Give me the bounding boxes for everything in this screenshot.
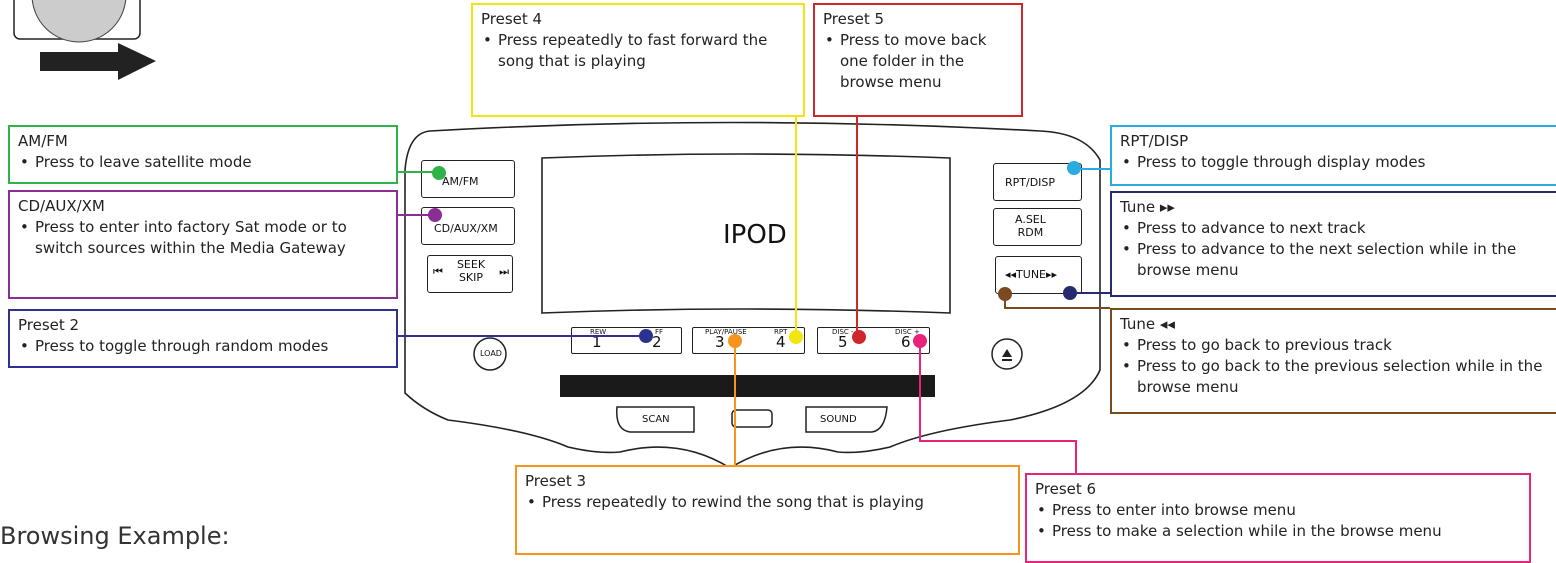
callout-tuneback: Tune ◂◂ Press to go back to previous tra… <box>1110 308 1556 414</box>
rewind-icon: ◂◂ <box>1005 268 1017 281</box>
asel-rdm-radio-button-label: A.SEL RDM <box>1015 213 1046 239</box>
cdauxxm-radio-button-label: CD/AUX/XM <box>434 222 498 235</box>
skip-text: SKIP <box>458 271 484 284</box>
seek-skip-label: ⏮ SEEK SKIP ⏭ <box>433 258 509 284</box>
preset-key-3-4[interactable] <box>692 327 805 354</box>
callout-cdauxxm: CD/AUX/XM Press to enter into factory Sa… <box>8 190 398 299</box>
callout-tuneback-line: Press to go back to the previous selecti… <box>1120 356 1548 398</box>
callout-preset3-title: Preset 3 <box>525 472 587 490</box>
callout-tunefwd-title: Tune ▸▸ <box>1120 198 1175 216</box>
load-button <box>473 337 507 371</box>
callout-preset5-title: Preset 5 <box>823 10 885 28</box>
preset4-marker-dot <box>789 330 803 344</box>
asel-rdm-radio-button[interactable] <box>993 208 1082 246</box>
preset-5-number: 5 <box>838 333 848 351</box>
callout-tuneback-line: Press to go back to previous track <box>1120 335 1548 356</box>
tune-radio-button-label: ◂◂TUNE▸▸ <box>1005 268 1057 281</box>
callout-amfm: AM/FM Press to leave satellite mode <box>8 125 398 184</box>
preset-6-number: 6 <box>901 333 911 351</box>
callout-amfm-line: Press to leave satellite mode <box>18 152 388 173</box>
callout-tunefwd-line: Press to advance to next track <box>1120 218 1548 239</box>
rptdisp-radio-button-label: RPT/DISP <box>1005 176 1056 189</box>
arrow-right-icon <box>40 43 156 80</box>
rdm-text: RDM <box>1017 226 1044 239</box>
fast-forward-icon: ▸▸ <box>1046 268 1058 281</box>
callout-tunefwd-line: Press to advance to the next selection w… <box>1120 239 1548 281</box>
preset-1-number: 1 <box>592 333 602 351</box>
knob-thumbnail <box>13 0 141 43</box>
seek-skip-radio-button[interactable] <box>427 255 513 293</box>
scan-button-label: SCAN <box>642 414 670 425</box>
preset-6-sublabel: DISC + <box>895 328 920 336</box>
callout-preset3: Preset 3 Press repeatedly to rewind the … <box>515 465 1020 555</box>
amfm-marker-dot <box>432 166 446 180</box>
callout-tuneback-title: Tune ◂◂ <box>1120 315 1175 333</box>
callout-preset4: Preset 4 Press repeatedly to fast forwar… <box>471 3 805 117</box>
seek-text: SEEK <box>456 258 486 271</box>
amfm-radio-button-label: AM/FM <box>442 175 479 188</box>
callout-amfm-title: AM/FM <box>18 132 68 150</box>
display-text: IPOD <box>723 220 787 250</box>
callout-preset6-line: Press to make a selection while in the b… <box>1035 521 1521 542</box>
callout-preset5: Preset 5 Press to move back one folder i… <box>813 3 1023 117</box>
tune-text: TUNE <box>1016 268 1046 281</box>
preset-4-number: 4 <box>776 333 786 351</box>
preset-key-1-2[interactable] <box>571 327 682 354</box>
preset6-marker-dot <box>913 334 927 348</box>
preset-3-number: 3 <box>715 333 725 351</box>
preset-3-sublabel: PLAY/PAUSE <box>705 328 747 336</box>
preset3-marker-dot <box>728 334 742 348</box>
callout-preset6-line: Press to enter into browse menu <box>1035 500 1521 521</box>
rptdisp-marker-dot <box>1067 161 1081 175</box>
sound-button <box>805 406 888 433</box>
callout-rptdisp-title: RPT/DISP <box>1120 132 1189 150</box>
preset-4-sublabel: RPT <box>774 328 788 336</box>
cd-slot <box>560 375 935 397</box>
main-display <box>541 153 951 314</box>
callout-tunefwd: Tune ▸▸ Press to advance to next track P… <box>1110 191 1556 297</box>
callout-cdauxxm-title: CD/AUX/XM <box>18 197 105 215</box>
callout-preset6: Preset 6 Press to enter into browse menu… <box>1025 473 1531 563</box>
preset-2-sublabel: FF <box>655 328 664 336</box>
tunefwd-marker-dot <box>1063 286 1077 300</box>
cdauxxm-radio-button[interactable] <box>421 207 515 245</box>
preset-5-sublabel: DISC - <box>832 328 854 336</box>
next-track-icon: ⏭ <box>499 265 509 278</box>
sound-button-label: SOUND <box>820 414 857 425</box>
callout-rptdisp-line: Press to toggle through display modes <box>1120 152 1548 173</box>
preset-key-5-6[interactable] <box>817 327 930 354</box>
asel-text: A.SEL <box>1015 213 1046 226</box>
callout-preset2-line: Press to toggle through random modes <box>18 336 388 357</box>
cdauxxm-marker-dot <box>428 208 442 222</box>
callout-preset4-line: Press repeatedly to fast forward the son… <box>481 30 795 72</box>
preset2-marker-dot <box>639 329 653 343</box>
callout-cdauxxm-line: Press to enter into factory Sat mode or … <box>18 217 388 259</box>
preset-2-number: 2 <box>652 333 662 351</box>
callout-preset4-title: Preset 4 <box>481 10 543 28</box>
browsing-example-heading: Browsing Example: <box>0 522 230 550</box>
callout-preset6-title: Preset 6 <box>1035 480 1097 498</box>
callout-rptdisp: RPT/DISP Press to toggle through display… <box>1110 125 1556 186</box>
tuneback-marker-dot <box>998 287 1012 301</box>
callout-preset2-title: Preset 2 <box>18 316 80 334</box>
callout-preset3-line: Press repeatedly to rewind the song that… <box>525 492 1010 513</box>
preset-1-sublabel: REW <box>590 328 607 336</box>
tune-radio-button[interactable] <box>995 256 1082 294</box>
center-small-button <box>731 409 773 428</box>
load-button-label: LOAD <box>480 349 502 358</box>
callout-preset5-line: Press to move back one folder in the bro… <box>823 30 1013 93</box>
callout-preset2: Preset 2 Press to toggle through random … <box>8 309 398 368</box>
scan-button <box>616 406 695 433</box>
prev-track-icon: ⏮ <box>433 265 443 278</box>
preset5-marker-dot <box>852 330 866 344</box>
